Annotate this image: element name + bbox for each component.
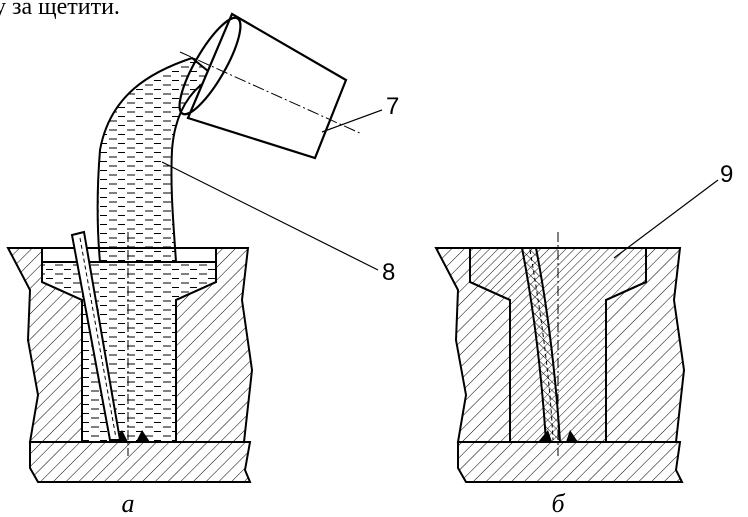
label-stream: 8 (382, 259, 395, 286)
metal-stream (96, 56, 216, 263)
mold-left (6, 230, 254, 483)
insert-rod-left (70, 230, 122, 441)
base-plate-left (29, 441, 252, 483)
ladle (178, 12, 363, 160)
label-ladle: 7 (386, 93, 399, 120)
insert-rod-right (520, 247, 562, 443)
bottom-deposit-right-2 (566, 430, 578, 442)
label-fill: 9 (720, 161, 733, 188)
header-text-fragment: у за щетити. (0, 0, 120, 20)
mold-right (434, 232, 686, 483)
bottom-deposit-left-2 (136, 430, 150, 442)
caption-a: а (122, 489, 135, 517)
bottom-deposit-right (538, 430, 552, 442)
caption-b: б (551, 489, 565, 517)
base-plate-right (457, 441, 684, 483)
